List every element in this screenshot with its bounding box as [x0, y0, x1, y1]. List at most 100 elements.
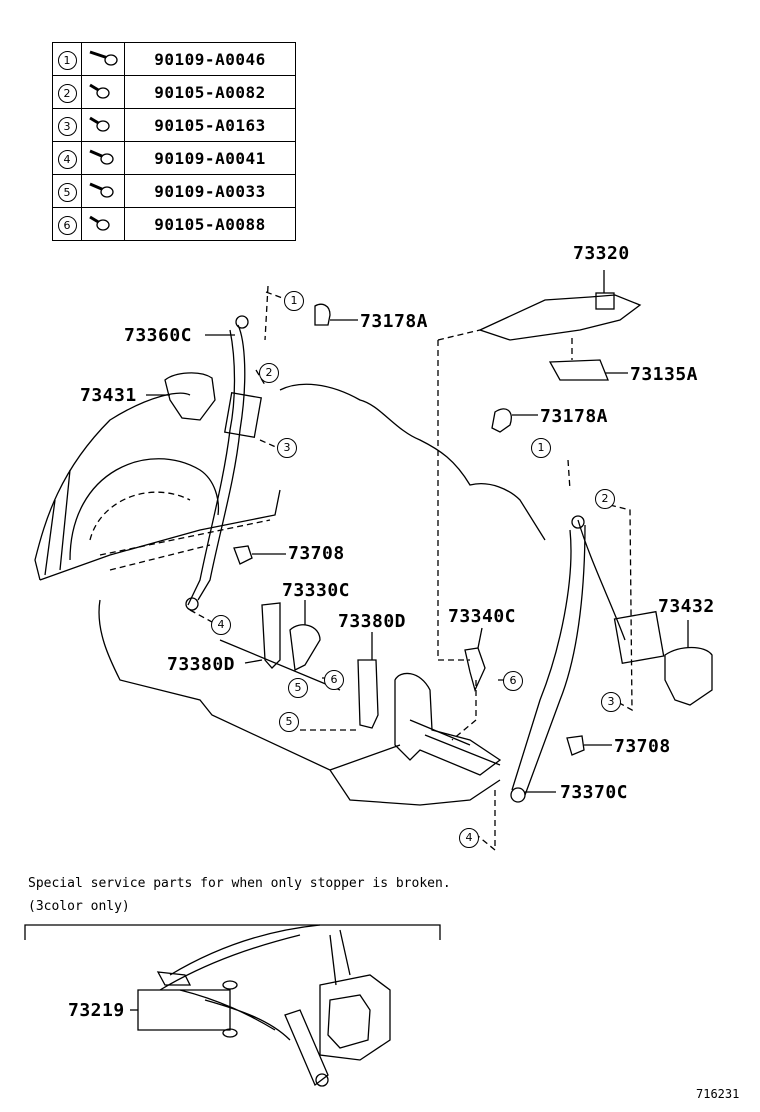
fastener-index-cell: 4 — [52, 141, 82, 175]
ref-circle-1: 1 — [531, 438, 551, 458]
ref-circle-2: 2 — [259, 363, 279, 383]
fastener-icon-cell — [81, 174, 125, 208]
bolt-icon — [89, 50, 118, 66]
fastener-index: 2 — [57, 83, 77, 103]
label-73708-right: 73708 — [614, 736, 671, 757]
fastener-icon-cell — [81, 207, 125, 241]
fastener-icon-cell — [81, 75, 125, 109]
bolt-icon — [89, 116, 110, 132]
fastener-index: 6 — [57, 215, 77, 235]
label-73340c: 73340C — [448, 606, 517, 627]
bolt-icon — [89, 182, 114, 198]
bolt-icon — [89, 83, 110, 99]
right-anchor-bottom — [510, 787, 526, 803]
bracket-73320-block — [595, 292, 615, 310]
fastener-row: 2 90105-A0082 — [52, 75, 296, 109]
fastener-index-cell: 6 — [52, 207, 82, 241]
ref-circle-2: 2 — [595, 489, 615, 509]
inset-plate — [156, 971, 192, 986]
label-73330c: 73330C — [282, 580, 351, 601]
fastener-part-number: 90105-A0088 — [124, 207, 296, 241]
ref-circle-6: 6 — [503, 671, 523, 691]
label-73178a-mid: 73178A — [540, 406, 609, 427]
inset-stopper-block — [137, 989, 231, 1031]
cover-73178a-mid — [491, 408, 512, 433]
console-rail — [409, 719, 501, 766]
fastener-index: 1 — [57, 50, 77, 70]
ref-circle-5: 5 — [279, 712, 299, 732]
label-73432: 73432 — [658, 596, 715, 617]
label-73380d-left: 73380D — [167, 654, 236, 675]
service-note-subtitle: (3color only) — [28, 899, 130, 914]
body-outline-top — [279, 383, 546, 541]
trim-73431 — [164, 372, 216, 421]
buckle-strap-left — [289, 624, 321, 671]
label-73380d-right: 73380D — [338, 611, 407, 632]
label-73320: 73320 — [573, 243, 630, 264]
service-note: Special service parts for when only stop… — [28, 876, 451, 891]
figure-id: 716231 — [696, 1087, 740, 1101]
inset-anchor — [315, 1073, 329, 1087]
left-leader-dash — [189, 285, 289, 623]
left-anchor-bottom — [185, 597, 199, 611]
fastener-row: 6 90105-A0088 — [52, 207, 296, 241]
ref-circle-5: 5 — [288, 678, 308, 698]
trim-73432 — [664, 646, 713, 706]
label-73360c: 73360C — [124, 325, 193, 346]
right-shoulder-belt-edge — [524, 524, 586, 796]
inset-buckle — [284, 1009, 329, 1087]
fastener-part-number: 90105-A0082 — [124, 75, 296, 109]
bolt-icon — [89, 215, 110, 231]
right-shoulder-belt — [511, 519, 626, 791]
right-leader-dash — [437, 340, 633, 852]
clip-73708-right — [566, 735, 585, 756]
left-shoulder-belt-edge — [187, 329, 236, 606]
fastener-part-number: 90109-A0041 — [124, 141, 296, 175]
ref-circle-4: 4 — [211, 615, 231, 635]
leader-73380d-left — [244, 659, 263, 664]
floor-line — [219, 639, 401, 771]
leader-73340c — [477, 627, 483, 649]
body-outline-left — [34, 392, 191, 581]
fastener-index: 5 — [57, 182, 77, 202]
inset-stopper-top — [222, 980, 238, 990]
ref-circle-6: 6 — [324, 670, 344, 690]
fastener-index-cell: 3 — [52, 108, 82, 142]
right-anchor-top — [571, 515, 585, 529]
wheel-arch — [69, 458, 220, 561]
left-shoulder-belt — [197, 324, 246, 601]
buckle-73380d-right — [357, 659, 379, 729]
inset-belt-upper — [159, 924, 321, 991]
fastener-index: 4 — [57, 149, 77, 169]
cover-73178a-top — [314, 303, 331, 326]
inset-strap — [329, 929, 351, 986]
fastener-icon-cell — [81, 42, 125, 76]
left-retractor — [224, 391, 262, 439]
label-73708-left: 73708 — [288, 543, 345, 564]
wheel-well — [89, 491, 191, 541]
rear-panel — [39, 489, 281, 581]
floor-outline — [98, 599, 501, 806]
right-retractor — [613, 610, 665, 665]
inset-bracket — [24, 924, 441, 940]
fastener-index: 3 — [57, 116, 77, 136]
fastener-icon-cell — [81, 141, 125, 175]
cover-73135a — [548, 359, 609, 381]
inset-retractor-inner — [327, 994, 371, 1049]
label-73370c: 73370C — [560, 782, 629, 803]
clip-73708-left — [233, 545, 253, 565]
side-trim — [44, 469, 71, 576]
buckle-73380d-left — [261, 602, 281, 669]
bolt-icon — [89, 149, 114, 165]
left-anchor-top — [235, 315, 249, 329]
buckle-73340c — [464, 647, 486, 692]
bracket-73320 — [478, 294, 642, 341]
inset-belt-lower — [179, 989, 291, 1041]
ref-circle-3: 3 — [601, 692, 621, 712]
ref-circle-1: 1 — [284, 291, 304, 311]
label-73135a: 73135A — [630, 364, 699, 385]
